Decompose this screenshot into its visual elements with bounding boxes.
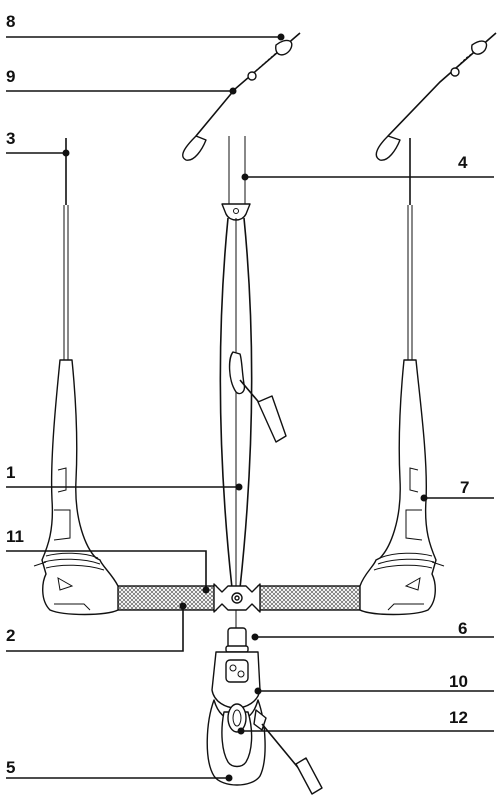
callout-label-10: 10 [449,672,468,691]
bar-grip-left [115,585,217,611]
callout-label-5: 5 [6,758,15,777]
callout-7: 7 [420,478,494,502]
swivel [225,610,249,653]
callout-label-12: 12 [449,708,468,727]
callout-3: 3 [6,129,70,157]
callout-label-11: 11 [6,527,24,546]
callout-1: 1 [6,463,243,491]
left-flying-line [63,138,69,360]
bar-center-hub [213,583,261,613]
callout-label-2: 2 [6,626,15,645]
callout-label-7: 7 [460,478,469,497]
right-leader-line-assembly [375,32,497,161]
callout-4: 4 [241,153,494,181]
callout-label-9: 9 [6,67,15,86]
callout-label-6: 6 [458,619,467,638]
right-bar-end-float [359,359,445,616]
callout-label-1: 1 [6,463,15,482]
callout-label-8: 8 [6,12,15,31]
callout-9: 9 [6,67,237,95]
callout-12: 12 [237,708,494,735]
chicken-loop [206,651,266,786]
depower-strap-handle [228,351,287,443]
callout-label-4: 4 [458,153,468,172]
callout-8: 8 [6,12,285,41]
callout-5: 5 [6,758,233,782]
left-leader-line-assembly [182,32,301,161]
callout-11: 11 [6,527,210,594]
bar-grip-right [257,585,363,611]
callout-10: 10 [254,672,494,695]
right-flying-line [407,138,413,360]
callout-6: 6 [251,619,494,641]
callout-2: 2 [6,602,187,652]
center-line [219,136,253,589]
callout-label-3: 3 [6,129,15,148]
